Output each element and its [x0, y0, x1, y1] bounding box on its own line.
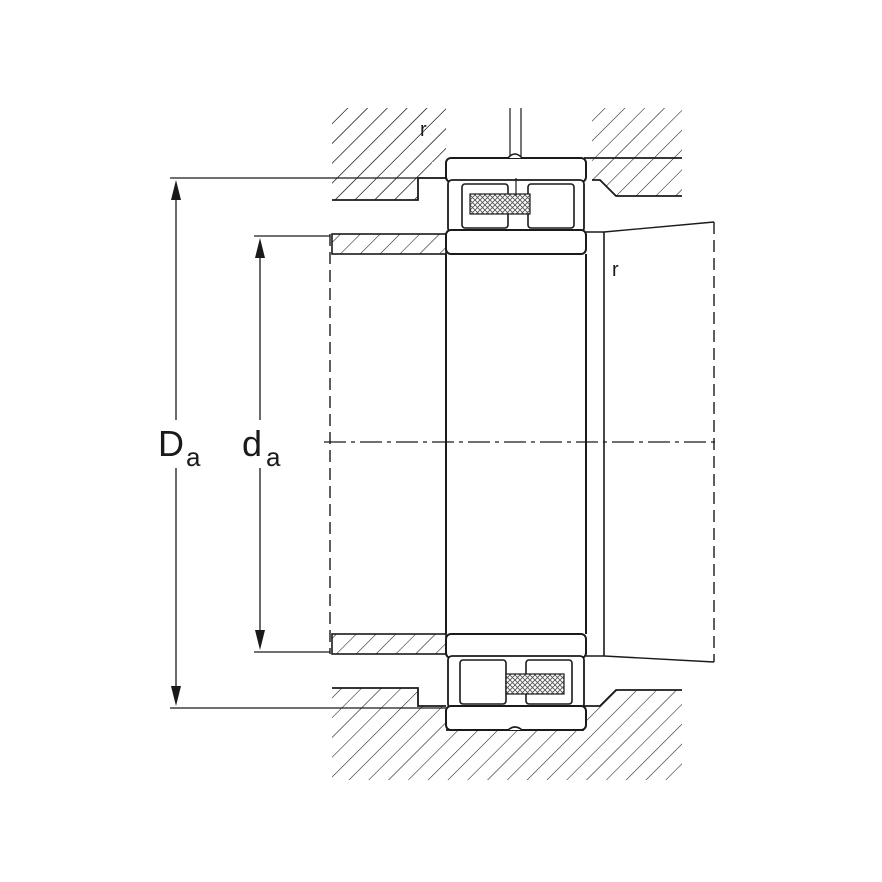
shaft [329, 221, 715, 663]
label-fillet-radius-shaft: r [612, 259, 619, 281]
label-outer-shoulder-sub: a [186, 442, 201, 472]
bearing-inner-ring-bottom [445, 633, 587, 659]
dimension-outer-shoulder [170, 177, 446, 709]
label-fillet-radius-housing: r [420, 119, 427, 141]
housing-bottom [332, 687, 682, 780]
bearing-rollers-top [447, 178, 585, 233]
label-outer-shoulder-main: D [158, 423, 184, 464]
housing-top [332, 108, 682, 201]
shaft-spacer [331, 233, 447, 655]
bearing-inner-ring-top [445, 229, 587, 255]
label-inner-shoulder-sub: a [266, 442, 281, 472]
bearing-outer-ring-bottom [445, 705, 587, 731]
bearing-rollers-bottom [447, 655, 585, 709]
bearing-outer-ring-top [445, 153, 587, 183]
label-inner-shoulder-main: d [242, 423, 262, 464]
